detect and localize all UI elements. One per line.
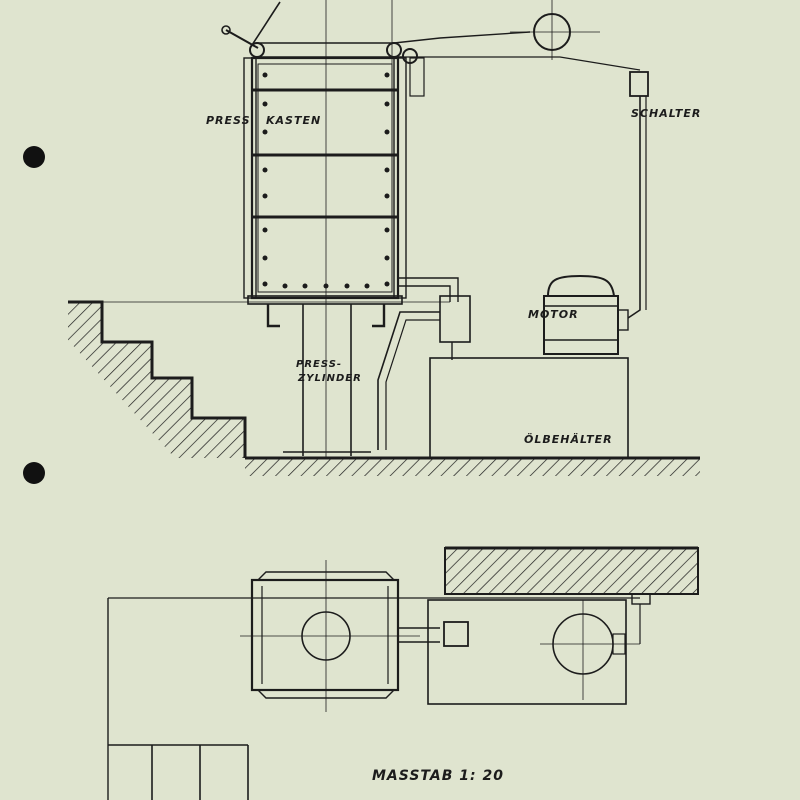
binder-hole-bottom (23, 462, 45, 484)
rivets (262, 72, 390, 289)
press-cylinder (283, 300, 371, 458)
ground-hatch (245, 458, 700, 476)
scale-label: MASSTAB 1: 20 (372, 768, 504, 784)
staircase-outline (68, 300, 247, 458)
label-press-zylinder-2: ZYLINDER (297, 373, 362, 384)
motor (543, 274, 629, 355)
label-schalter: SCHALTER (631, 107, 701, 120)
staircase-hatch (68, 302, 245, 458)
oil-tank-plan (427, 593, 651, 705)
label-press-kasten-1: PRESS (206, 114, 251, 127)
oil-tank (429, 357, 629, 459)
binder-hole-top (23, 146, 45, 168)
press-box-plan (240, 560, 420, 712)
press-box (243, 56, 407, 328)
wall-hatch-block (444, 547, 699, 595)
plan-view (107, 546, 699, 800)
hydraulic-pipes (377, 277, 471, 450)
label-motor: MOTOR (528, 308, 579, 321)
elevation-view (68, 0, 700, 476)
switch-box (629, 71, 649, 97)
stair-plan (108, 744, 249, 800)
label-press-zylinder-1: PRESS- (296, 359, 342, 370)
lid-mechanism (221, 1, 641, 97)
label-oelbehaelter: ÖLBEHÄLTER (524, 432, 613, 446)
switch-cable (627, 96, 641, 319)
label-press-kasten-2: KASTEN (266, 114, 321, 127)
